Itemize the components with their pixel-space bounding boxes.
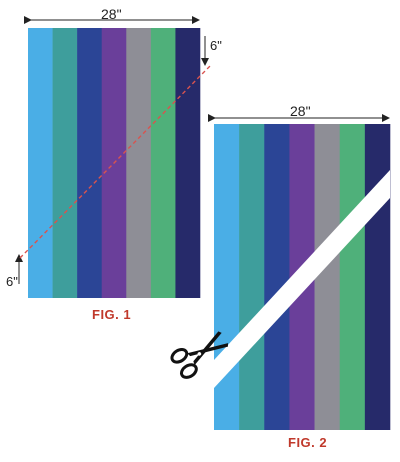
fig2-removed-diagonal-strip [214, 170, 390, 388]
fig1-strip-3 [77, 28, 103, 298]
fig1-strip-2 [52, 28, 78, 298]
fig1-strip-7 [175, 28, 201, 298]
fig2-strip-1 [214, 124, 240, 430]
fig2-strip-3 [264, 124, 290, 430]
fig2-strips [214, 124, 391, 430]
fig1-strips [28, 28, 201, 298]
fig2-panel [208, 114, 391, 430]
fig2-strip-6 [339, 124, 366, 430]
fig1-bottom-offset-label: 6" [6, 274, 18, 289]
fig2-caption: FIG. 2 [288, 435, 328, 450]
fig2-strip-2 [239, 124, 265, 430]
fig1-strip-5 [126, 28, 152, 298]
fig1-caption: FIG. 1 [92, 307, 132, 322]
fig2-strip-5 [314, 124, 341, 430]
fig1-diagonal-cut-line [19, 63, 213, 259]
scissors-icon [170, 331, 229, 379]
fig2-strip-7 [364, 124, 391, 430]
fig1-strip-6 [150, 28, 176, 298]
fig1-width-label: 28" [101, 6, 122, 22]
fig1-panel [15, 16, 213, 298]
fig1-strip-1 [28, 28, 53, 298]
fig1-top-offset-label: 6" [210, 38, 222, 53]
fig2-width-label: 28" [290, 103, 311, 119]
